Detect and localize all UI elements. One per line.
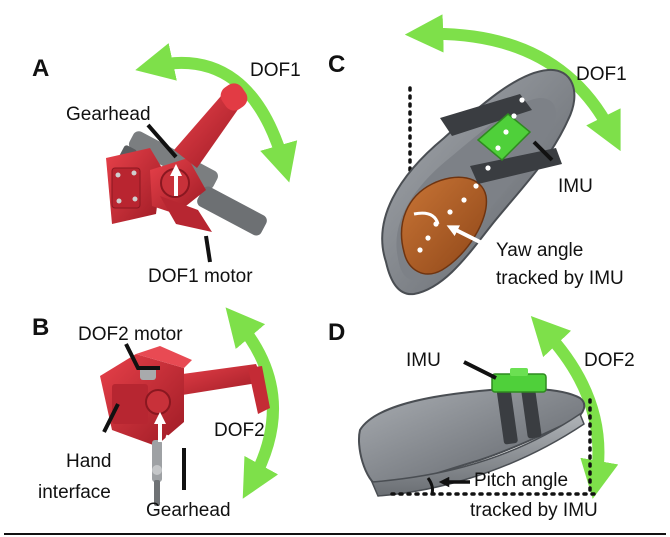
imu-module-d [491, 373, 547, 393]
panel-d: D IMU DOF2 Pitch angle tracked by IMU [328, 316, 635, 521]
dof2-rotation-arrow-b [225, 307, 279, 499]
imu-label-c: IMU [558, 176, 593, 197]
gearhead-leader-a [146, 123, 178, 159]
dof2-motor-leader [124, 343, 160, 370]
panel-b: B DOF2 motor Hand interface DOF2 [32, 307, 279, 521]
dof1-red-mechanism [106, 83, 248, 232]
dof1-label-c: DOF1 [576, 64, 627, 85]
panel-d-letter: D [328, 319, 345, 346]
pitch-angle-label-line2: tracked by IMU [470, 500, 598, 521]
panel-a-letter: A [32, 55, 49, 82]
shoe-top-view [381, 68, 576, 296]
imu-label-d: IMU [406, 350, 441, 371]
panel-c-letter: C [328, 51, 345, 78]
hand-interface-label-line2: interface [38, 482, 111, 503]
shoe-side-view [358, 368, 586, 497]
dof2-label-b: DOF2 [214, 420, 265, 441]
panel-a: A Gearhead DOF1 DOF1 moto [32, 43, 301, 287]
dof1-label-a: DOF1 [250, 60, 301, 81]
pitch-angle-label-line1: Pitch angle [474, 470, 568, 491]
dof2-motor-label: DOF2 motor [78, 324, 183, 345]
dof1-rotation-arrow-c [404, 14, 621, 152]
yaw-angle-label-line1: Yaw angle [496, 240, 583, 261]
gearhead-label-b: Gearhead [146, 500, 231, 521]
hand-interface-label-line1: Hand [66, 451, 111, 472]
motor-leader-a [204, 235, 212, 263]
yaw-angle-label-line2: tracked by IMU [496, 268, 624, 289]
dof1-rotation-arrow-a [135, 43, 298, 183]
yaw-pointer-arrow [446, 225, 493, 250]
dof1-motor-label: DOF1 motor [148, 266, 253, 287]
pitch-arc [426, 477, 434, 495]
dof2-label-d: DOF2 [584, 350, 635, 371]
hand-interface-leader [102, 403, 120, 433]
panel-b-letter: B [32, 314, 49, 341]
gearhead-label-a: Gearhead [66, 104, 151, 125]
gearhead-white-arrow-b2 [165, 434, 187, 445]
imu-module-c [476, 113, 532, 162]
panel-c: C DOF1 [328, 14, 627, 296]
imu-leader-d [463, 360, 497, 380]
yaw-arc [413, 211, 440, 225]
imu-leader-c [532, 140, 554, 162]
